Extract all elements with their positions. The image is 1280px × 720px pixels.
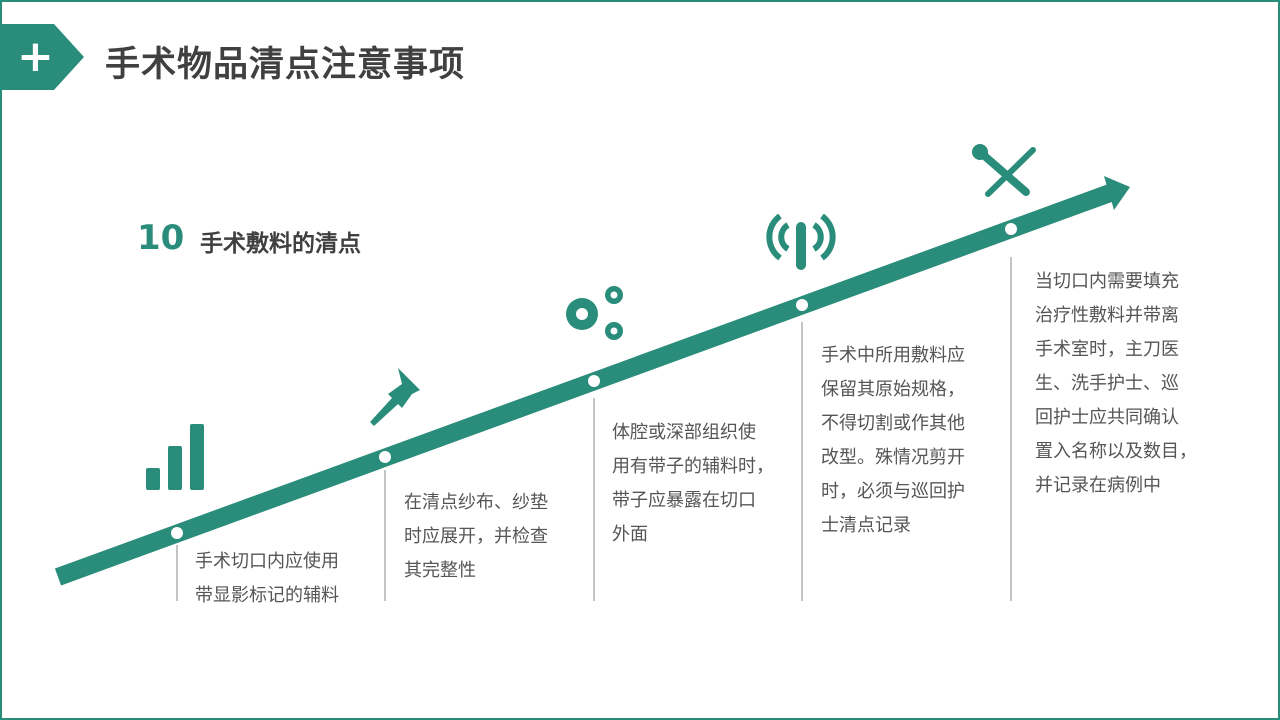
- step-text-4: 手术中所用敷料应保留其原始规格，不得切割或作其他改型。殊情况剪开时，必须与巡回护…: [821, 345, 965, 536]
- timeline-dot: [1005, 223, 1017, 235]
- tools-icon: [972, 144, 1036, 197]
- timeline-dot: [379, 451, 391, 463]
- timeline-dot: [588, 375, 600, 387]
- page-title: 手术物品清点注意事项: [105, 45, 466, 85]
- plus-icon: +: [17, 31, 54, 82]
- bar-chart-icon: [146, 424, 204, 490]
- step-text-3: 体腔或深部组织使用有带子的辅料时，带子应暴露在切口外面: [612, 422, 774, 545]
- signal-antenna-icon: [766, 213, 836, 270]
- section-number: 10: [137, 218, 185, 258]
- pushpin-icon: [370, 368, 420, 426]
- step-text-5: 当切口内需要填充治疗性敷料并带离手术室时，主刀医生、洗手护士、巡回护士应共同确认…: [1035, 271, 1197, 496]
- step-text-2: 在清点纱布、纱垫时应展开，并检查其完整性: [404, 492, 548, 581]
- section-title: 手术敷料的清点: [200, 231, 361, 257]
- timeline-arrow-shaft: [54, 184, 1114, 586]
- step-text-1: 手术切口内应使用带显影标记的辅料: [195, 551, 339, 606]
- gears-icon: [566, 286, 623, 340]
- timeline-dot: [796, 299, 808, 311]
- timeline-arrow-head: [1104, 176, 1130, 210]
- timeline-dot: [171, 527, 183, 539]
